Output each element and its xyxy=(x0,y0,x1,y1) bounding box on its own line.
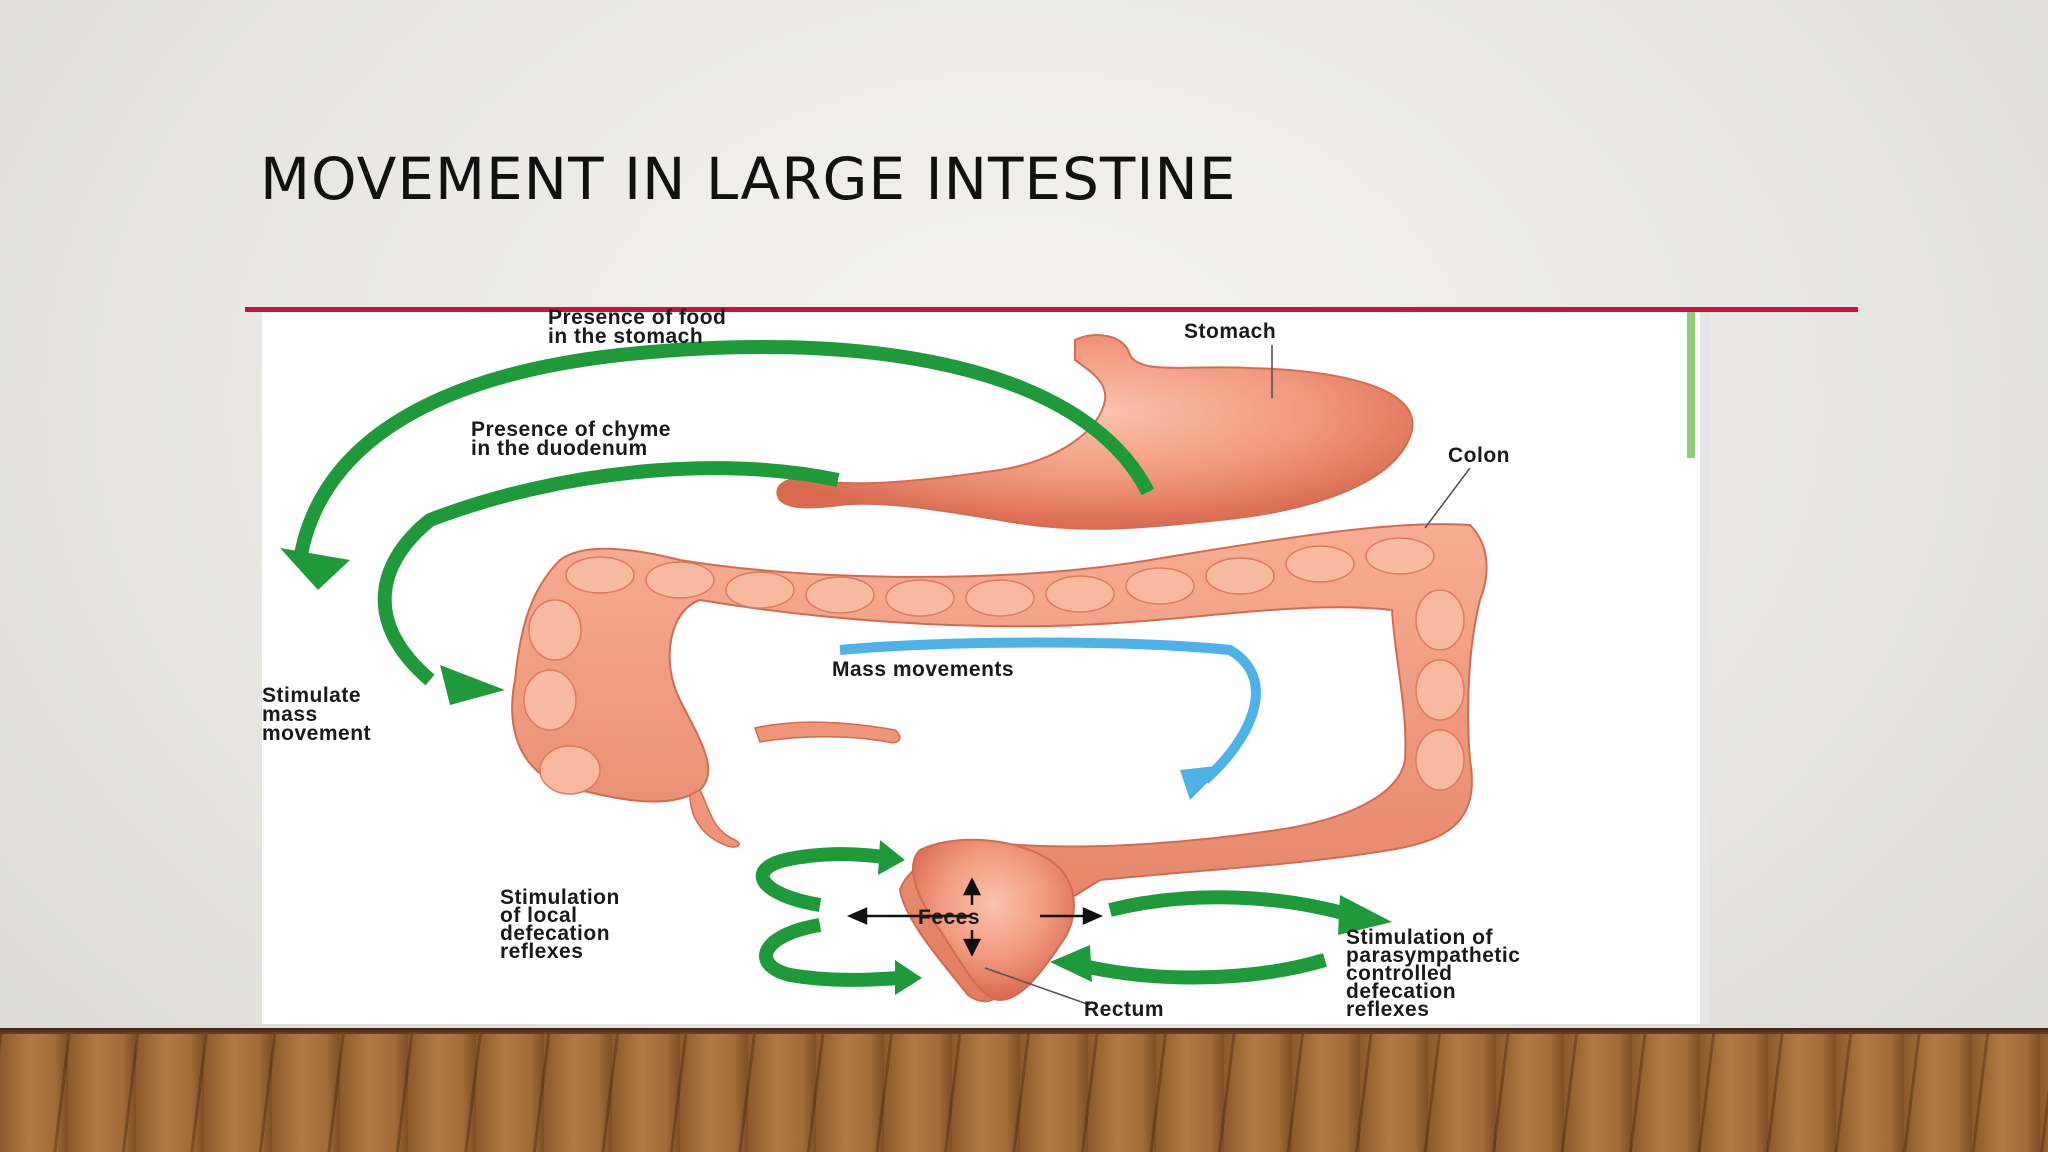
label-local-line1: Stimulation xyxy=(500,886,620,909)
food-stimulus-arrowhead xyxy=(280,548,350,590)
label-para-line2: parasympathetic xyxy=(1346,944,1520,967)
colon-haustra xyxy=(523,537,1465,795)
mass-movement-arrowhead xyxy=(1180,765,1225,800)
label-colon: Colon xyxy=(1448,444,1510,467)
chyme-stimulus-arrowhead xyxy=(440,665,505,705)
label-para-line3: controlled xyxy=(1346,962,1453,985)
label-feces: Feces xyxy=(918,906,980,929)
wood-floor-decoration xyxy=(0,1028,2048,1152)
food-stimulus-arrow xyxy=(293,339,1155,562)
label-mass-movements: Mass movements xyxy=(832,658,1014,681)
label-local-line2: of local xyxy=(500,904,578,927)
label-chyme-line2: in the duodenum xyxy=(471,437,648,460)
rectum-shape xyxy=(911,838,1075,1002)
local-reflex-arrow-lower xyxy=(759,918,901,987)
label-food-line2: in the stomach xyxy=(548,325,703,348)
label-stomach: Stomach xyxy=(1184,320,1276,343)
label-rectum: Rectum xyxy=(1084,998,1164,1021)
title-underline xyxy=(245,307,1858,312)
local-reflex-arrowhead-lower xyxy=(895,960,922,995)
appendix-shape xyxy=(689,788,740,848)
label-stimulate-line2: mass xyxy=(262,703,318,726)
local-reflex-arrow-upper xyxy=(755,847,892,912)
parasympathetic-arrow-in xyxy=(1078,953,1327,985)
ileum-shape xyxy=(754,721,901,744)
label-para-line1: Stimulation of xyxy=(1346,926,1493,949)
label-stimulate-line3: movement xyxy=(262,722,371,745)
label-food-line1: Presence of food xyxy=(548,306,726,329)
mass-movement-arrow xyxy=(839,637,1261,784)
chyme-stimulus-arrow xyxy=(377,461,840,686)
label-local-line3: defecation xyxy=(500,922,610,945)
diagram-scrollbar[interactable] xyxy=(1687,312,1695,458)
leader-lines xyxy=(984,345,1471,1006)
label-local-line4: reflexes xyxy=(500,940,583,963)
label-para-line4: defecation xyxy=(1346,980,1456,1003)
label-para-line5: reflexes xyxy=(1346,998,1429,1021)
parasympathetic-arrow-out xyxy=(1108,890,1352,922)
local-reflex-arrowhead-upper xyxy=(878,840,905,875)
feces-pressure-arrows xyxy=(846,877,1104,957)
parasympathetic-arrowhead-in xyxy=(1050,945,1092,982)
slide-title: MOVEMENT IN LARGE INTESTINE xyxy=(260,145,1237,213)
parasympathetic-arrowhead-out xyxy=(1338,895,1392,935)
diagram-panel-edge xyxy=(1700,312,1710,1024)
label-stimulate-line1: Stimulate xyxy=(262,684,361,707)
label-chyme-line1: Presence of chyme xyxy=(471,418,671,441)
